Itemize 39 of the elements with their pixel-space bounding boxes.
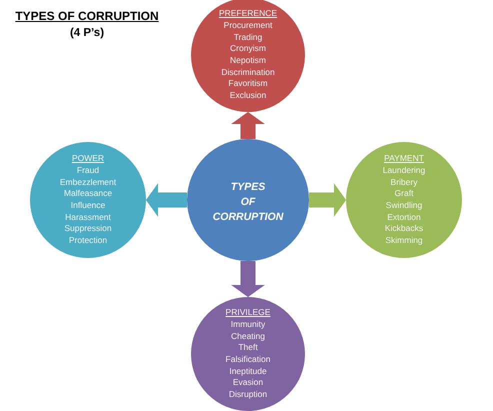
list-item: Laundering — [382, 164, 426, 177]
list-item: Skimming — [385, 235, 423, 247]
list-item: Fraud — [76, 164, 100, 177]
block-arrow — [231, 261, 265, 297]
category-heading: POWER — [72, 153, 104, 165]
block-arrow — [146, 183, 187, 217]
category-heading: PRIVILEGE — [226, 307, 270, 319]
list-item: Embezzlement — [60, 176, 116, 188]
list-item: Immunity — [230, 318, 266, 331]
center-title: TYPES OF CORRUPTION — [212, 180, 284, 224]
list-item: Extortion — [387, 212, 421, 224]
category-heading: PREFERENCE — [218, 8, 278, 20]
list-item: Bribery — [390, 176, 418, 188]
list-item: Discrimination — [221, 66, 275, 78]
list-item: Theft — [238, 342, 258, 354]
diagram-title: TYPES OF CORRUPTION — [15, 9, 159, 24]
list-item: Disruption — [228, 389, 268, 401]
list-item: Harassment — [65, 212, 111, 224]
list-item: Cronyism — [230, 43, 266, 55]
list-item: Cheating — [230, 330, 266, 342]
list-item: Suppression — [64, 223, 112, 236]
list-item: Graft — [394, 188, 414, 200]
list-item: Falsification — [226, 354, 270, 366]
list-item: Trading — [234, 32, 262, 44]
list-item: Procurement — [224, 20, 272, 32]
subtitle: (4 P’s) — [70, 26, 104, 41]
category-heading: PAYMENT — [384, 153, 424, 165]
list-item: Exclusion — [230, 90, 266, 102]
list-item: Protection — [68, 235, 108, 247]
list-item: Kickbacks — [384, 223, 424, 236]
list-item: Evasion — [232, 377, 264, 390]
list-item: Swindling — [386, 200, 422, 212]
list-item: Ineptitude — [229, 366, 267, 378]
block-arrow — [309, 183, 346, 217]
list-item: Malfeasance — [64, 188, 112, 200]
list-item: Favoritism — [228, 78, 268, 90]
list-item: Nepotism — [230, 55, 266, 67]
block-arrow — [231, 112, 265, 139]
list-item: Influence — [70, 200, 106, 212]
